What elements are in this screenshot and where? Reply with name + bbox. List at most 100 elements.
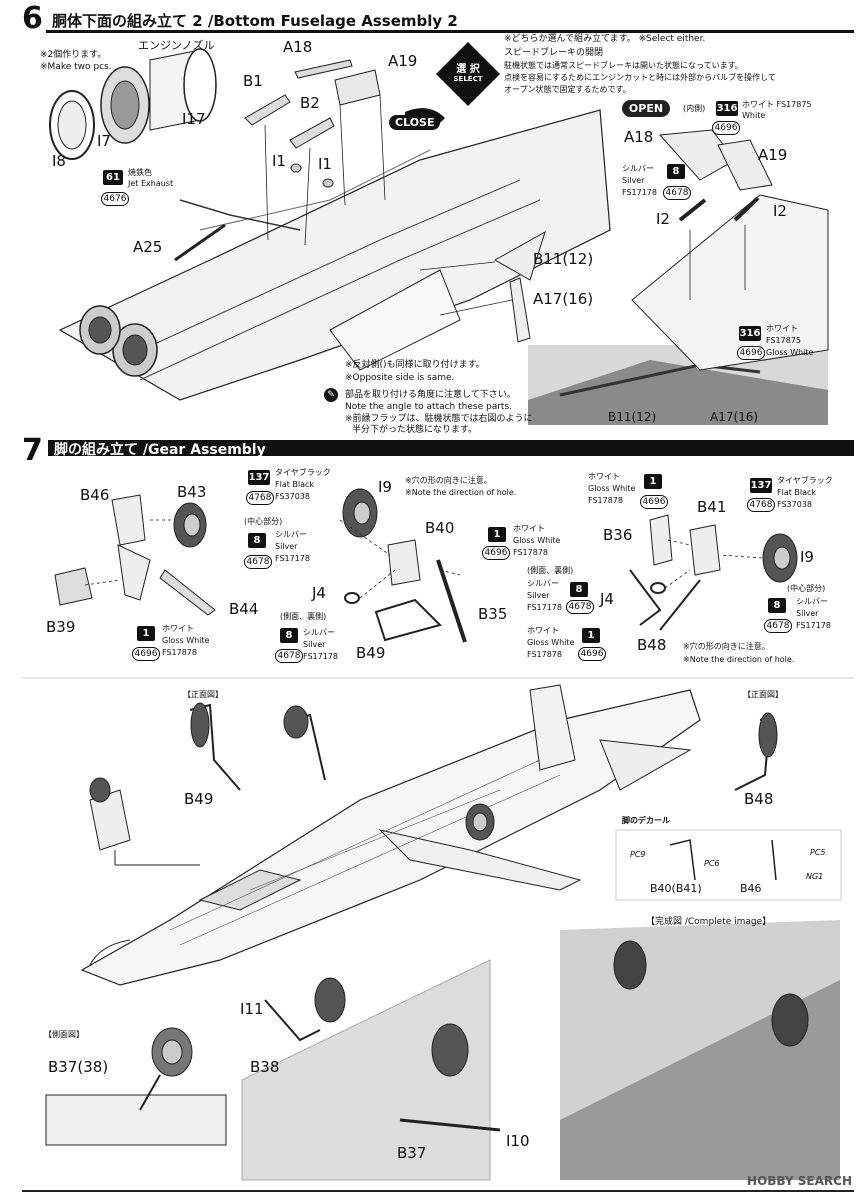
part-B40: B40 bbox=[425, 519, 455, 537]
paint-1b-en: Gloss White bbox=[513, 536, 561, 545]
paint-316a-jp: ホワイト FS17875 bbox=[742, 100, 812, 110]
step6-underline bbox=[46, 30, 854, 33]
paint-61-badge: 61 bbox=[103, 170, 123, 185]
part-A18: A18 bbox=[283, 38, 313, 56]
paint-316a-fs: FS17875 bbox=[776, 100, 812, 109]
paint-8a-step7-badge: 8 bbox=[248, 533, 266, 548]
paint-8c-jp: シルバー bbox=[527, 579, 559, 588]
hole-jp: ※穴の形の向きに注意。 bbox=[405, 476, 492, 485]
center-jp2: (中心部分) bbox=[787, 584, 826, 593]
part-J4: J4 bbox=[312, 584, 326, 602]
paint-137a-fs: FS37038 bbox=[275, 492, 310, 501]
part-J4-right: J4 bbox=[600, 590, 614, 608]
paint-8a-fs: FS17178 bbox=[622, 188, 657, 197]
hole-en2: ※Note the direction of hole. bbox=[683, 655, 795, 664]
paint-8a-step7-jp: シルバー bbox=[275, 530, 307, 539]
part-B41: B41 bbox=[697, 498, 727, 516]
decal-pc6: PC6 bbox=[704, 859, 720, 868]
paint-8b-fs: FS17178 bbox=[303, 652, 338, 661]
pencil-icon: ✎ bbox=[324, 388, 338, 402]
side-view-label: 【側面図】 bbox=[44, 1030, 84, 1039]
paint-1c-badge: 1 bbox=[644, 474, 662, 489]
part-B11: B11(12) bbox=[533, 250, 594, 268]
select-text-en: ※Select either. bbox=[638, 34, 706, 44]
paint-8c-fs: FS17178 bbox=[527, 603, 562, 612]
step7-title: 脚の組み立て /Gear Assembly bbox=[54, 442, 266, 458]
paint-137b-code: 4768 bbox=[747, 498, 775, 512]
part-B38: B38 bbox=[250, 1058, 280, 1076]
part-A17: A17(16) bbox=[533, 290, 594, 308]
paint-1c-fs: FS17878 bbox=[588, 496, 623, 505]
part-B46-decal: B46 bbox=[740, 882, 762, 895]
paint-61-en: Jet Exhaust bbox=[128, 179, 174, 188]
front-view-left: 【正面図】 bbox=[183, 690, 223, 699]
angle-jp: 部品を取り付ける角度に注意して下さい。 bbox=[345, 390, 516, 400]
paint-8a-step7-fs: FS17178 bbox=[275, 554, 310, 563]
part-B39: B39 bbox=[46, 618, 76, 636]
speed-brake-title: スピードブレーキの開閉 bbox=[504, 48, 604, 58]
paint-1d-code: 4696 bbox=[578, 647, 606, 661]
part-B11-photo: B11(12) bbox=[608, 410, 657, 424]
flap-jp1: ※前縁フラップは、駐機状態では右図のように bbox=[345, 414, 533, 424]
angle-en: Note the angle to attach these parts. bbox=[345, 402, 512, 412]
paint-1d-en: Gloss White bbox=[527, 638, 575, 647]
paint-1a-jp: ホワイト bbox=[162, 624, 194, 633]
paint-316a-code: 4696 bbox=[712, 121, 740, 135]
complete-image-label: 【完成図 /Complete image】 bbox=[646, 917, 772, 927]
paint-8b-jp: シルバー bbox=[303, 628, 335, 637]
part-B46: B46 bbox=[80, 486, 110, 504]
paint-1c-jp: ホワイト bbox=[588, 472, 620, 481]
step6-number: 6 bbox=[22, 1, 43, 36]
paint-137a-jp: タイヤブラック bbox=[275, 468, 331, 477]
step6-drawing bbox=[49, 42, 829, 425]
paint-1b-fs: FS17878 bbox=[513, 548, 548, 557]
part-B48-front: B48 bbox=[744, 790, 774, 808]
paint-316b-fs: FS17875 bbox=[766, 336, 801, 345]
paint-8d-en: Silver bbox=[796, 609, 819, 618]
part-I17: I17 bbox=[182, 110, 206, 128]
select-text: ※どちらか選んで組み立てます。 ※Select either. bbox=[504, 34, 705, 45]
paint-8a-jp: シルバー bbox=[622, 164, 654, 173]
paint-1a-badge: 1 bbox=[137, 626, 155, 641]
inside-label: (内側) bbox=[683, 104, 706, 113]
part-I2-b: I2 bbox=[773, 202, 787, 220]
part-B49-front: B49 bbox=[184, 790, 214, 808]
paint-8a-en: Silver bbox=[622, 176, 645, 185]
part-B49: B49 bbox=[356, 644, 386, 662]
paint-316b-en: Gloss White bbox=[766, 348, 814, 357]
paint-316b-code: 4696 bbox=[737, 346, 765, 360]
brand-watermark: HOBBY SEARCH bbox=[747, 1174, 852, 1188]
opposite-jp: ※反対側()も同様に取り付けます。 bbox=[345, 360, 485, 370]
paint-1d-jp: ホワイト bbox=[527, 626, 559, 635]
paint-1d-badge: 1 bbox=[582, 628, 600, 643]
paint-8a-step7-en: Silver bbox=[275, 542, 298, 551]
part-B35: B35 bbox=[478, 605, 508, 623]
paint-137a-en: Flat Black bbox=[275, 480, 315, 489]
part-A19: A19 bbox=[388, 52, 418, 70]
select-text-jp: ※どちらか選んで組み立てます。 bbox=[504, 34, 636, 44]
side-jp: (側面、裏側) bbox=[280, 612, 327, 621]
paint-137b-fs: FS37038 bbox=[777, 500, 812, 509]
part-I2-a: I2 bbox=[656, 210, 670, 228]
gear-decal-title: 脚のデカール bbox=[622, 816, 670, 825]
side-jp2: (側面、裏側) bbox=[527, 566, 574, 575]
paint-316a-en: White bbox=[742, 111, 766, 120]
paint-1d-fs: FS17878 bbox=[527, 650, 562, 659]
select-badge-jp: 選 択 bbox=[456, 64, 480, 75]
step6-header: 6 胴体下面の組み立て 2 /Bottom Fuselage Assembly … bbox=[22, 1, 854, 36]
paint-8d-fs: FS17178 bbox=[796, 621, 831, 630]
paint-8c-en: Silver bbox=[527, 591, 550, 600]
paint-137b-jp: タイヤブラック bbox=[777, 476, 833, 485]
part-I8: I8 bbox=[52, 152, 66, 170]
paint-8d-jp: シルバー bbox=[796, 597, 828, 606]
paint-8b-badge: 8 bbox=[280, 628, 298, 643]
paint-316a-badge: 316 bbox=[716, 101, 738, 116]
paint-316a-jp-name: ホワイト bbox=[742, 100, 774, 109]
paint-8a-step7-code: 4678 bbox=[244, 555, 272, 569]
paint-8d-badge: 8 bbox=[768, 598, 786, 613]
paint-8c-badge: 8 bbox=[570, 582, 588, 597]
flap-jp2: 半分下がった状態になります。 bbox=[352, 425, 478, 435]
hole-en: ※Note the direction of hole. bbox=[405, 488, 517, 497]
paint-1a-code: 4696 bbox=[132, 647, 160, 661]
